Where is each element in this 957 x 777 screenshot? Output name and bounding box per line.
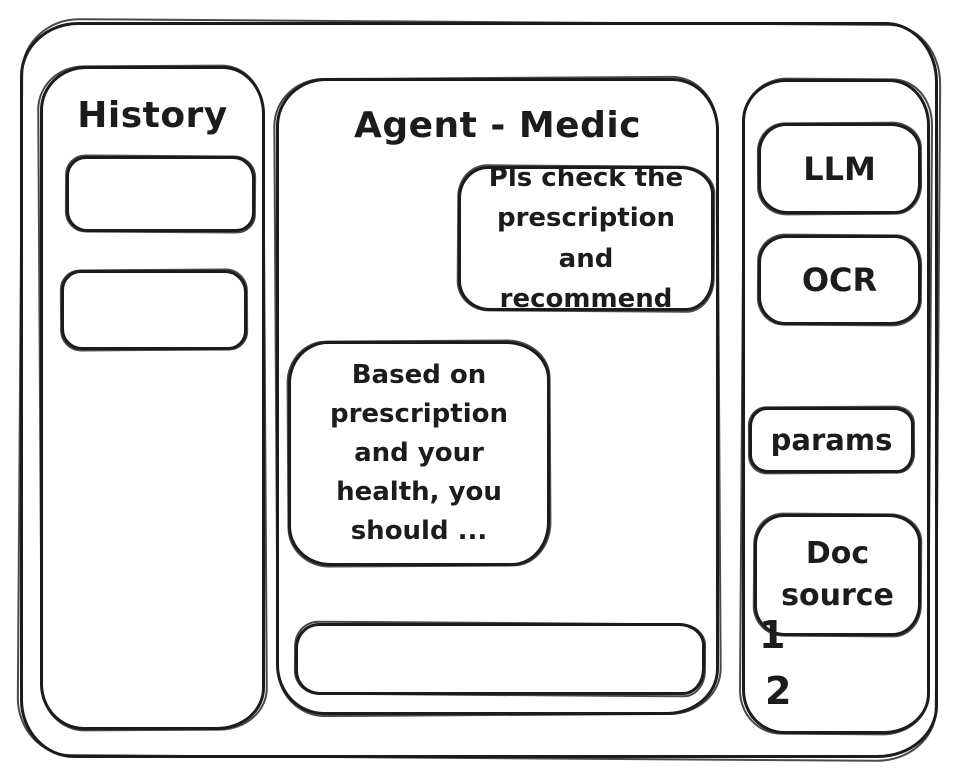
assistant-message-text: Based on prescription and your health, y… bbox=[329, 360, 508, 546]
doc-source-item-2[interactable]: 2 bbox=[765, 669, 792, 713]
chat-title: Agent - Medic bbox=[353, 105, 642, 146]
history-item-2[interactable] bbox=[61, 270, 247, 350]
app-frame: History Agent - Medic Pls check the pres… bbox=[20, 22, 938, 758]
ocr-button[interactable]: OCR bbox=[758, 235, 921, 325]
history-title: History bbox=[77, 95, 228, 136]
message-input[interactable] bbox=[295, 623, 705, 695]
user-message-text: Pls check the prescription and recommend bbox=[488, 162, 684, 314]
tools-panel: LLM OCR params Doc source 1 2 bbox=[742, 79, 930, 734]
user-message-bubble: Pls check the prescription and recommend bbox=[458, 163, 714, 314]
chat-panel: Agent - Medic Pls check the prescription… bbox=[276, 78, 719, 715]
doc-source-item-1[interactable]: 1 bbox=[759, 613, 786, 657]
params-button[interactable]: params bbox=[749, 407, 914, 473]
llm-button[interactable]: LLM bbox=[758, 123, 921, 214]
assistant-message-bubble: Based on prescription and your health, y… bbox=[288, 341, 550, 566]
history-item-1[interactable] bbox=[66, 156, 255, 232]
history-panel: History bbox=[40, 66, 265, 730]
doc-source-button[interactable]: Doc source bbox=[754, 514, 921, 636]
